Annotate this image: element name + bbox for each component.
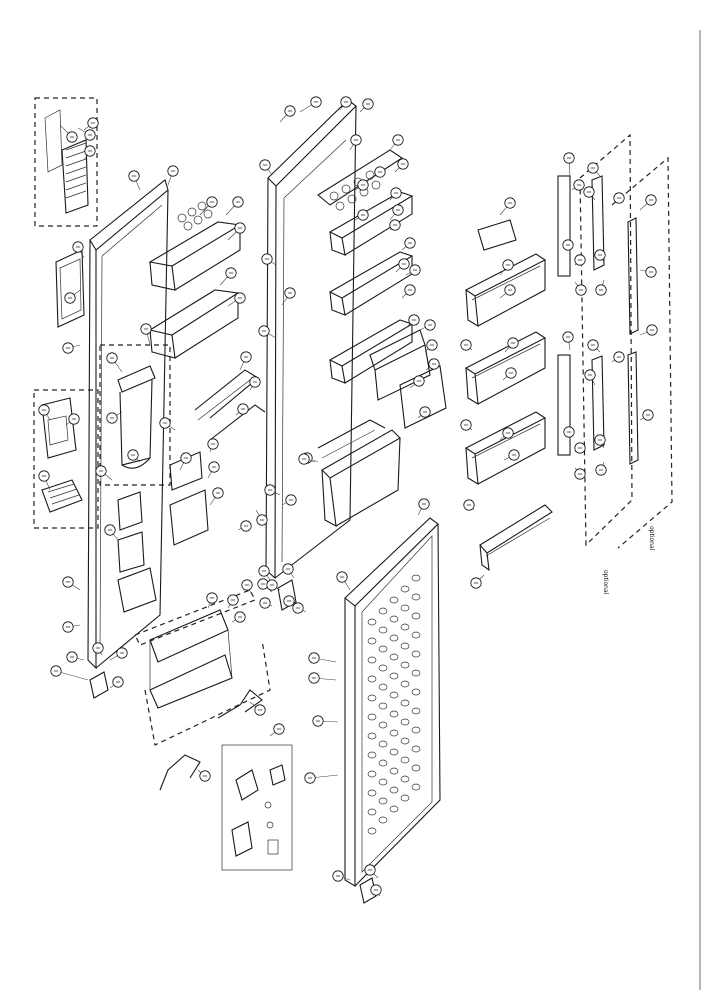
door-dimple <box>389 748 399 756</box>
door-dimple <box>400 756 410 764</box>
door-dimple <box>389 596 399 604</box>
door-dimple <box>389 729 399 737</box>
door-dimple <box>367 789 377 797</box>
left-hinge <box>89 671 109 699</box>
door-dimple <box>367 675 377 683</box>
optional-label-center: optional <box>602 570 609 595</box>
door-dimple <box>411 612 421 620</box>
door-dimple <box>367 713 377 721</box>
door-dimple <box>367 637 377 645</box>
center-bottle-holders <box>317 329 447 459</box>
door-dimple <box>411 669 421 677</box>
wire-guards-left <box>194 369 266 441</box>
door-dimple <box>411 631 421 639</box>
center-door-shelves <box>328 191 414 384</box>
door-dimple <box>367 656 377 664</box>
door-dimple <box>400 623 410 631</box>
door-dimple <box>378 797 388 805</box>
outer-door-panel <box>344 517 441 887</box>
left-door-outer-frame <box>87 179 169 670</box>
door-dimple <box>378 721 388 729</box>
door-dimple <box>411 593 421 601</box>
part-callouts <box>38 96 658 897</box>
center-door-outer-frame <box>265 99 357 580</box>
door-dimple <box>400 661 410 669</box>
inset-box-top-left <box>34 97 98 227</box>
door-dimple <box>378 702 388 710</box>
door-dimple <box>378 740 388 748</box>
door-dimple <box>378 816 388 824</box>
door-dimple <box>411 764 421 772</box>
door-dimple <box>367 808 377 816</box>
door-dimple <box>378 607 388 615</box>
left-bottom-shelves <box>134 589 271 746</box>
door-dimple <box>367 732 377 740</box>
door-dimple <box>411 745 421 753</box>
door-dimple <box>400 737 410 745</box>
door-dimple <box>389 691 399 699</box>
door-dimple <box>400 585 410 593</box>
center-bottom-shelf <box>321 429 401 527</box>
left-door-shelves <box>148 201 242 359</box>
door-dimple <box>400 642 410 650</box>
door-dimple <box>411 574 421 582</box>
door-dimple <box>411 726 421 734</box>
door-dimple <box>367 827 377 835</box>
water-tank <box>99 344 171 486</box>
door-dimple <box>389 767 399 775</box>
door-dimple <box>367 694 377 702</box>
door-dimple <box>400 718 410 726</box>
door-dimple <box>400 699 410 707</box>
door-dimple <box>378 645 388 653</box>
slotted-trim <box>479 504 553 572</box>
door-dimple <box>400 794 410 802</box>
door-dimple <box>367 751 377 759</box>
door-dimple <box>367 770 377 778</box>
center-egg-tray <box>317 149 403 211</box>
door-dimple <box>378 759 388 767</box>
door-dimple <box>411 783 421 791</box>
door-dimple <box>411 650 421 658</box>
left-door-gasket-panel <box>55 249 85 328</box>
optional-label-right: optional <box>648 526 655 551</box>
door-dimple <box>378 778 388 786</box>
door-dimple <box>389 615 399 623</box>
right-shelf-stack <box>464 219 547 486</box>
door-dimple <box>378 626 388 634</box>
inset-box-dispenser <box>33 389 99 529</box>
door-dimple <box>389 805 399 813</box>
wire-handles <box>159 689 263 791</box>
door-dimple <box>389 710 399 718</box>
door-dimple <box>389 672 399 680</box>
inset-box-small-parts <box>221 744 293 871</box>
door-dimple <box>378 683 388 691</box>
door-dimple <box>389 786 399 794</box>
door-dimple <box>389 634 399 642</box>
optional-trims <box>557 133 673 549</box>
door-dimple <box>400 775 410 783</box>
center-hinge <box>277 579 297 611</box>
door-dimple <box>411 688 421 696</box>
door-dimple <box>389 653 399 661</box>
door-dimple <box>367 618 377 626</box>
door-dimple <box>378 664 388 672</box>
door-dimple <box>400 604 410 612</box>
outer-door-hinge <box>359 877 377 904</box>
door-dimple <box>400 680 410 688</box>
door-dimple <box>411 707 421 715</box>
